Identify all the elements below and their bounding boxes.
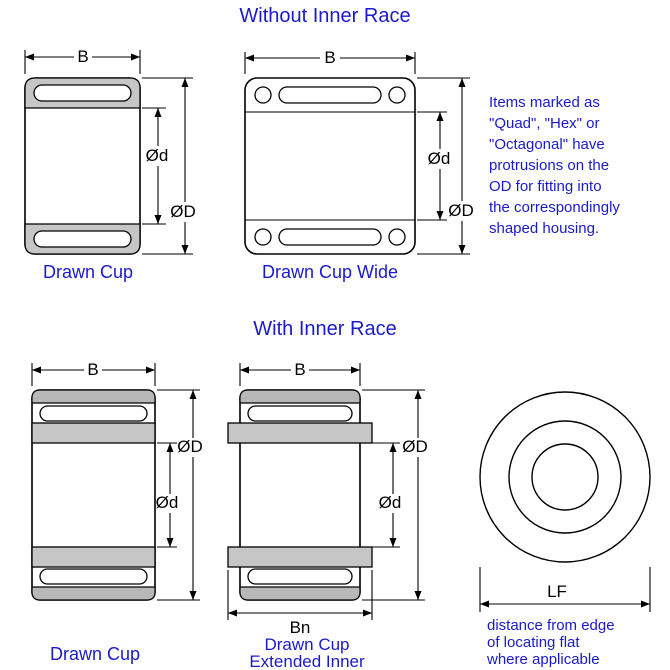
footnote-locating-flat: distance from edge of locating flat wher… [487,617,615,668]
needle-roller-top [278,86,382,104]
dim-outer-D: ØD [362,389,428,601]
drawing-front-view: LF [479,391,651,612]
bore-circle [531,443,599,511]
dim-label-od-small: Ød [146,146,169,165]
needle-roller-bottom [247,568,353,585]
dim-label-b: B [77,47,88,66]
needle-roller-top [247,405,353,422]
section-title-without-inner-race: Without Inner Race [239,5,411,27]
end-lip-bottom-left [254,228,272,246]
needle-roller-top [39,405,148,422]
drawing-drawn-cup-extended-inner: B ØD Ød [227,360,428,637]
caption-extended-line2: Extended Inner [249,652,365,670]
cup-shell-top [31,389,156,404]
dim-label-b: B [324,48,335,67]
dim-outer-D: ØD [157,389,203,601]
dim-label-b: B [87,360,98,379]
dim-bore-d: Ød [362,442,402,548]
dim-label-b: B [294,360,305,379]
dim-bore-d: Ød [156,442,179,548]
needle-roller-top [33,84,132,102]
needle-roller-bottom [278,228,382,246]
dim-label-lf: LF [547,582,567,601]
dim-bore-d: Ød [417,111,451,221]
dim-width-b: B [239,360,361,386]
cup-body-outline [244,77,416,255]
section-title-with-inner-race: With Inner Race [253,318,397,340]
caption-drawn-cup: Drawn Cup [42,262,134,282]
dim-label-od-big: ØD [448,201,474,220]
dim-outer-D: ØD [417,77,474,255]
dim-label-od-small: Ød [156,493,179,512]
dim-bore-d: Ød [142,107,169,225]
caption-drawn-cup-inner-race: Drawn Cup [49,644,141,664]
dim-label-bn: Bn [290,618,311,637]
note-quad-hex-octagonal: Items marked as "Quad", "Hex" or "Octago… [489,94,620,237]
end-lip-top-left [254,86,272,104]
cup-shell-top [239,389,361,404]
caption-drawn-cup-wide: Drawn Cup Wide [261,262,399,282]
drawing-drawn-cup-no-inner-race: B Ød ØD [24,47,196,255]
dim-label-od-big: ØD [402,437,428,456]
dim-label-od-small: Ød [379,493,402,512]
dim-label-od-small: Ød [428,149,451,168]
drawing-drawn-cup-wide: B Ød ØD [244,48,474,255]
dim-label-od-big: ØD [170,202,196,221]
drawing-drawn-cup-inner-race: B ØD Ød [31,360,203,601]
cup-shell-bottom [239,586,361,601]
needle-roller-bottom [33,230,132,248]
end-lip-top-right [388,86,406,104]
dim-width-b: B [31,360,156,386]
inner-race-bottom [31,546,156,568]
extended-inner-race-bottom [227,546,373,568]
caption-extended-line1: Drawn Cup [264,635,350,654]
end-lip-bottom-right [388,228,406,246]
extended-inner-race-top [227,422,373,444]
dim-width-b: B [24,47,141,74]
dim-width-b: B [244,48,416,74]
dim-inner-width-bn: Bn [227,570,373,637]
needle-roller-bottom [39,568,148,585]
dim-label-od-big: ØD [177,437,203,456]
dim-locating-flat-lf: LF [479,567,651,612]
caption-drawn-cup-extended-inner: Drawn Cup Extended Inner [227,636,387,670]
dim-outer-D: ØD [142,77,196,255]
cup-shell-bottom [31,586,156,601]
inner-race-top [31,422,156,444]
